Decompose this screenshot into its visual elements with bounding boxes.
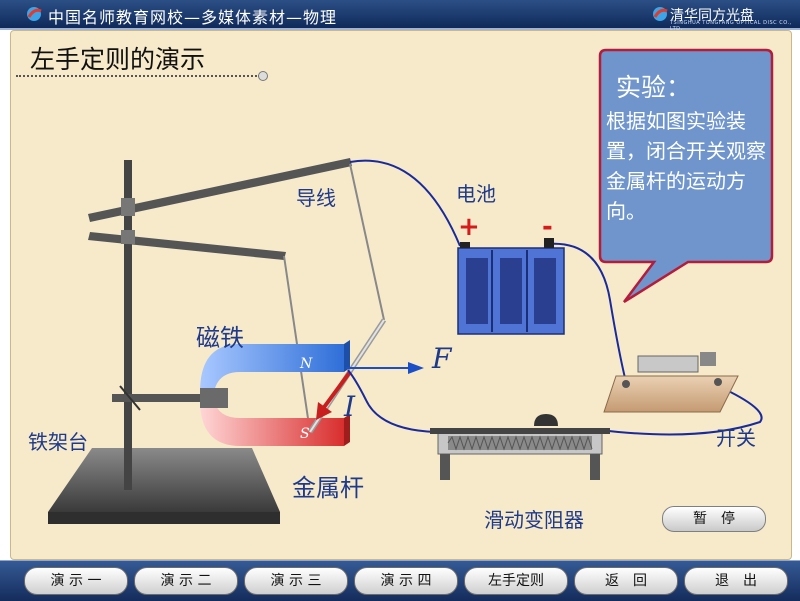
magnet-arm <box>112 394 208 402</box>
battery-plus: + <box>458 212 480 242</box>
lower-arm <box>88 232 286 260</box>
pole-s-label: S <box>300 426 310 442</box>
stand-rod <box>124 160 132 490</box>
rheostat <box>430 414 610 480</box>
back-button[interactable]: 返 回 <box>574 567 678 595</box>
battery-minus: - <box>542 212 553 242</box>
demo-4-button[interactable]: 演 示 四 <box>354 567 458 595</box>
upper-arm <box>88 158 352 222</box>
brand-subtitle: TSINGHUA TONGFANG OPTICAL DISC CO., LTD. <box>670 20 792 32</box>
label-rod: 金属杆 <box>292 474 364 502</box>
clamp-upper <box>121 198 135 216</box>
hanging-wire-right <box>349 163 385 321</box>
battery <box>457 238 565 335</box>
pause-button[interactable]: 暂停 <box>662 506 766 532</box>
title-bar: 中国名师教育网校—多媒体素材—物理 清华同方光盘 TSINGHUA TONGFA… <box>0 0 800 32</box>
pole-n-label: N <box>300 356 313 372</box>
exit-button[interactable]: 退 出 <box>684 567 788 595</box>
label-rheostat: 滑动变阻器 <box>484 508 584 532</box>
demo-1-button[interactable]: 演 示 一 <box>24 567 128 595</box>
label-magnet: 磁铁 <box>196 324 244 352</box>
demo-2-button[interactable]: 演 示 二 <box>134 567 238 595</box>
brand-name: 清华同方光盘 <box>670 8 754 24</box>
horseshoe-magnet <box>200 340 350 446</box>
label-stand: 铁架台 <box>28 430 88 454</box>
current-arrow <box>320 370 352 412</box>
circuit-wire <box>347 159 763 436</box>
force-symbol: F <box>432 342 452 375</box>
label-switch: 开关 <box>716 426 756 450</box>
app-logo-icon <box>27 7 42 21</box>
title-underline <box>16 75 260 77</box>
switch <box>603 352 739 413</box>
title-dot <box>258 71 268 81</box>
label-battery: 电池 <box>456 182 496 206</box>
bottom-nav: 演 示 一 演 示 二 演 示 三 演 示 四 左手定则 返 回 退 出 <box>0 560 800 601</box>
clamp-lower <box>121 230 135 244</box>
app-title: 中国名师教育网校—多媒体素材—物理 <box>48 8 338 27</box>
demo-3-button[interactable]: 演 示 三 <box>244 567 348 595</box>
callout-bubble <box>598 48 774 304</box>
stand-base <box>48 448 280 524</box>
left-hand-rule-button[interactable]: 左手定则 <box>464 567 568 595</box>
current-symbol: I <box>344 390 356 423</box>
page-title: 左手定则的演示 <box>30 45 206 74</box>
label-wire: 导线 <box>296 186 336 210</box>
brand-logo-icon <box>653 7 668 21</box>
callout-heading: 实验： <box>616 73 692 102</box>
callout-body: 根据如图实验装置，闭合开关观察金属杆的运动方向。 <box>606 109 766 223</box>
